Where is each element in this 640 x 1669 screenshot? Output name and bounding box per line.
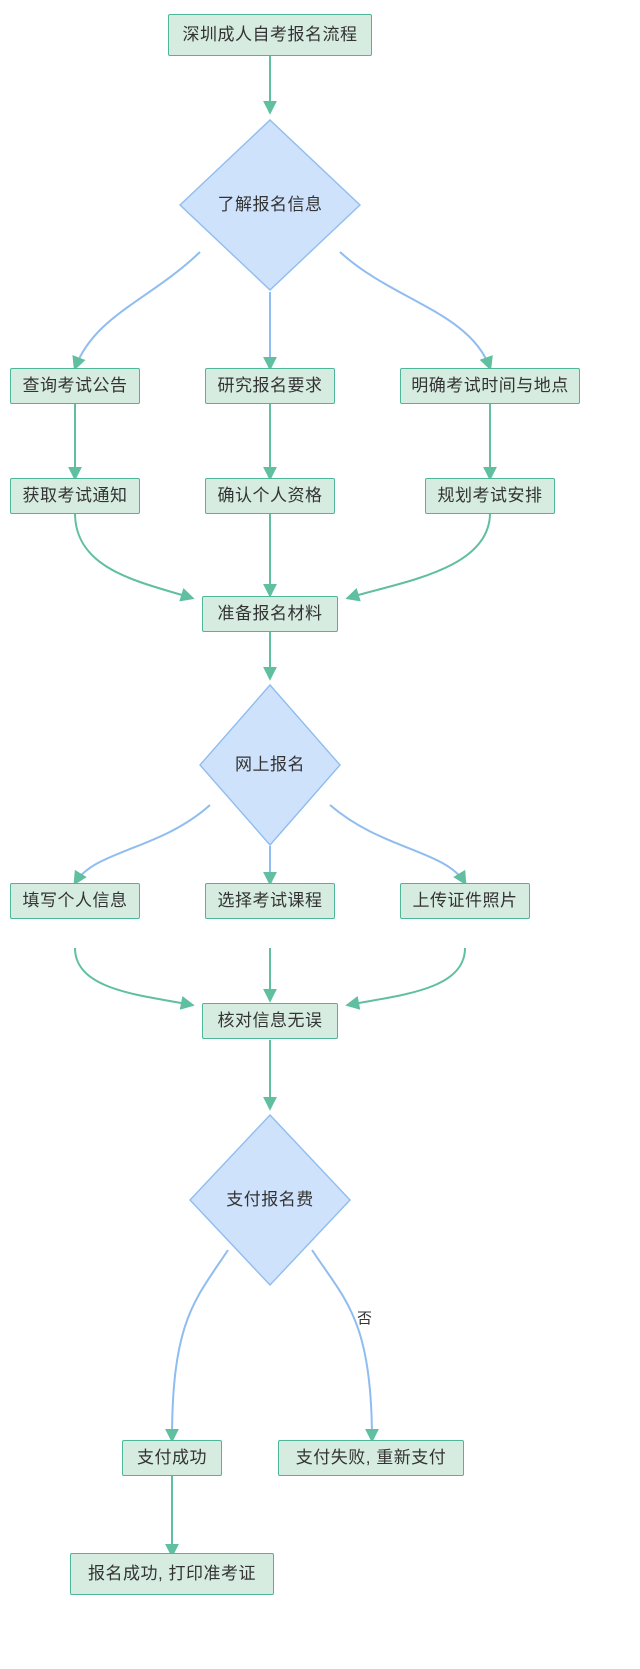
node-decision-understand-info[interactable]: 了解报名信息 <box>180 120 360 290</box>
node-label: 确认个人资格 <box>217 485 323 505</box>
node-verify-info[interactable]: 核对信息无误 <box>202 1003 338 1039</box>
edge-label-no: 否 <box>357 1307 372 1328</box>
node-payment-failed[interactable]: 支付失败, 重新支付 <box>278 1440 464 1476</box>
node-label: 研究报名要求 <box>217 375 323 395</box>
node-label: 获取考试通知 <box>22 485 128 505</box>
node-decision-pay-fee[interactable]: 支付报名费 <box>190 1115 350 1285</box>
edge-n9-n10 <box>73 804 211 886</box>
node-label: 上传证件照片 <box>412 890 518 910</box>
node-confirm-time-place[interactable]: 明确考试时间与地点 <box>400 368 580 404</box>
node-verify-eligibility[interactable]: 确认个人资格 <box>205 478 335 514</box>
node-label: 支付成功 <box>137 1447 207 1467</box>
node-label: 了解报名信息 <box>217 194 323 214</box>
node-label: 深圳成人自考报名流程 <box>182 24 358 44</box>
node-payment-success[interactable]: 支付成功 <box>122 1440 222 1476</box>
edge-label-text: 否 <box>357 1310 373 1327</box>
node-label: 填写个人信息 <box>22 890 128 910</box>
edge-n9-n12 <box>329 804 467 886</box>
node-decision-online-registration[interactable]: 网上报名 <box>200 685 340 845</box>
node-label: 支付报名费 <box>226 1189 314 1209</box>
node-plan-exam-schedule[interactable]: 规划考试安排 <box>425 478 555 514</box>
node-study-requirements[interactable]: 研究报名要求 <box>205 368 335 404</box>
node-prepare-materials[interactable]: 准备报名材料 <box>202 596 338 632</box>
edge-n1-n4 <box>339 251 493 371</box>
node-get-exam-notice[interactable]: 获取考试通知 <box>10 478 140 514</box>
node-label: 规划考试安排 <box>437 485 543 505</box>
node-upload-photo[interactable]: 上传证件照片 <box>400 883 530 919</box>
node-label: 网上报名 <box>235 754 305 774</box>
edge-n10-n13 <box>74 947 195 1010</box>
node-title[interactable]: 深圳成人自考报名流程 <box>168 14 372 56</box>
node-fill-personal-info[interactable]: 填写个人信息 <box>10 883 140 919</box>
node-label: 支付失败, 重新支付 <box>295 1447 447 1467</box>
node-label: 明确考试时间与地点 <box>411 375 569 395</box>
edge-n5-n8 <box>74 512 195 602</box>
node-query-announcement[interactable]: 查询考试公告 <box>10 368 140 404</box>
node-select-courses[interactable]: 选择考试课程 <box>205 883 335 919</box>
edge-n12-n13 <box>345 947 466 1010</box>
node-label: 选择考试课程 <box>217 890 323 910</box>
node-label: 核对信息无误 <box>217 1010 323 1030</box>
edge-n7-n8 <box>345 512 491 602</box>
node-label: 报名成功, 打印准考证 <box>88 1563 256 1583</box>
node-registration-success[interactable]: 报名成功, 打印准考证 <box>70 1553 274 1595</box>
node-label: 准备报名材料 <box>217 603 323 623</box>
node-label: 查询考试公告 <box>22 375 128 395</box>
